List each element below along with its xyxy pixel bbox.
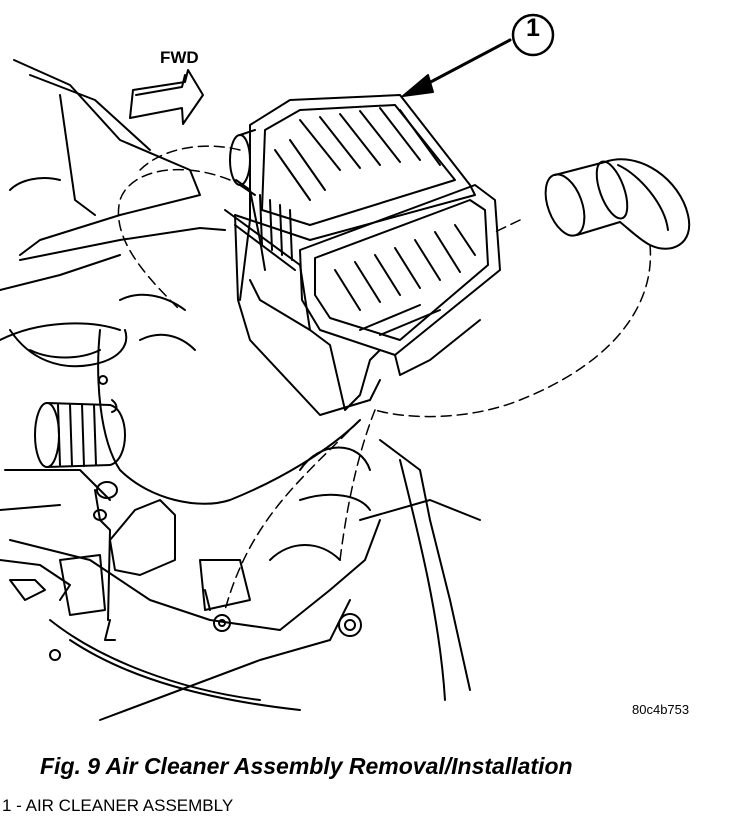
- callout-leader: [402, 13, 555, 97]
- engine-bay-illustration: [0, 13, 691, 721]
- figure-code: 80c4b753: [632, 702, 690, 717]
- outlet-hose: [544, 158, 691, 250]
- intake-tube: [34, 399, 126, 468]
- fwd-label: FWD: [160, 48, 199, 67]
- legend-item: 1 - AIR CLEANER ASSEMBLY: [2, 796, 234, 815]
- forward-direction-arrow: [129, 69, 204, 125]
- callout-number: 1: [526, 14, 540, 42]
- engine-bay-structure: [0, 59, 481, 721]
- dashed-leader-lines: [117, 145, 652, 611]
- air-cleaner-assembly: [224, 94, 501, 416]
- figure-caption: Fig. 9 Air Cleaner Assembly Removal/Inst…: [40, 753, 573, 779]
